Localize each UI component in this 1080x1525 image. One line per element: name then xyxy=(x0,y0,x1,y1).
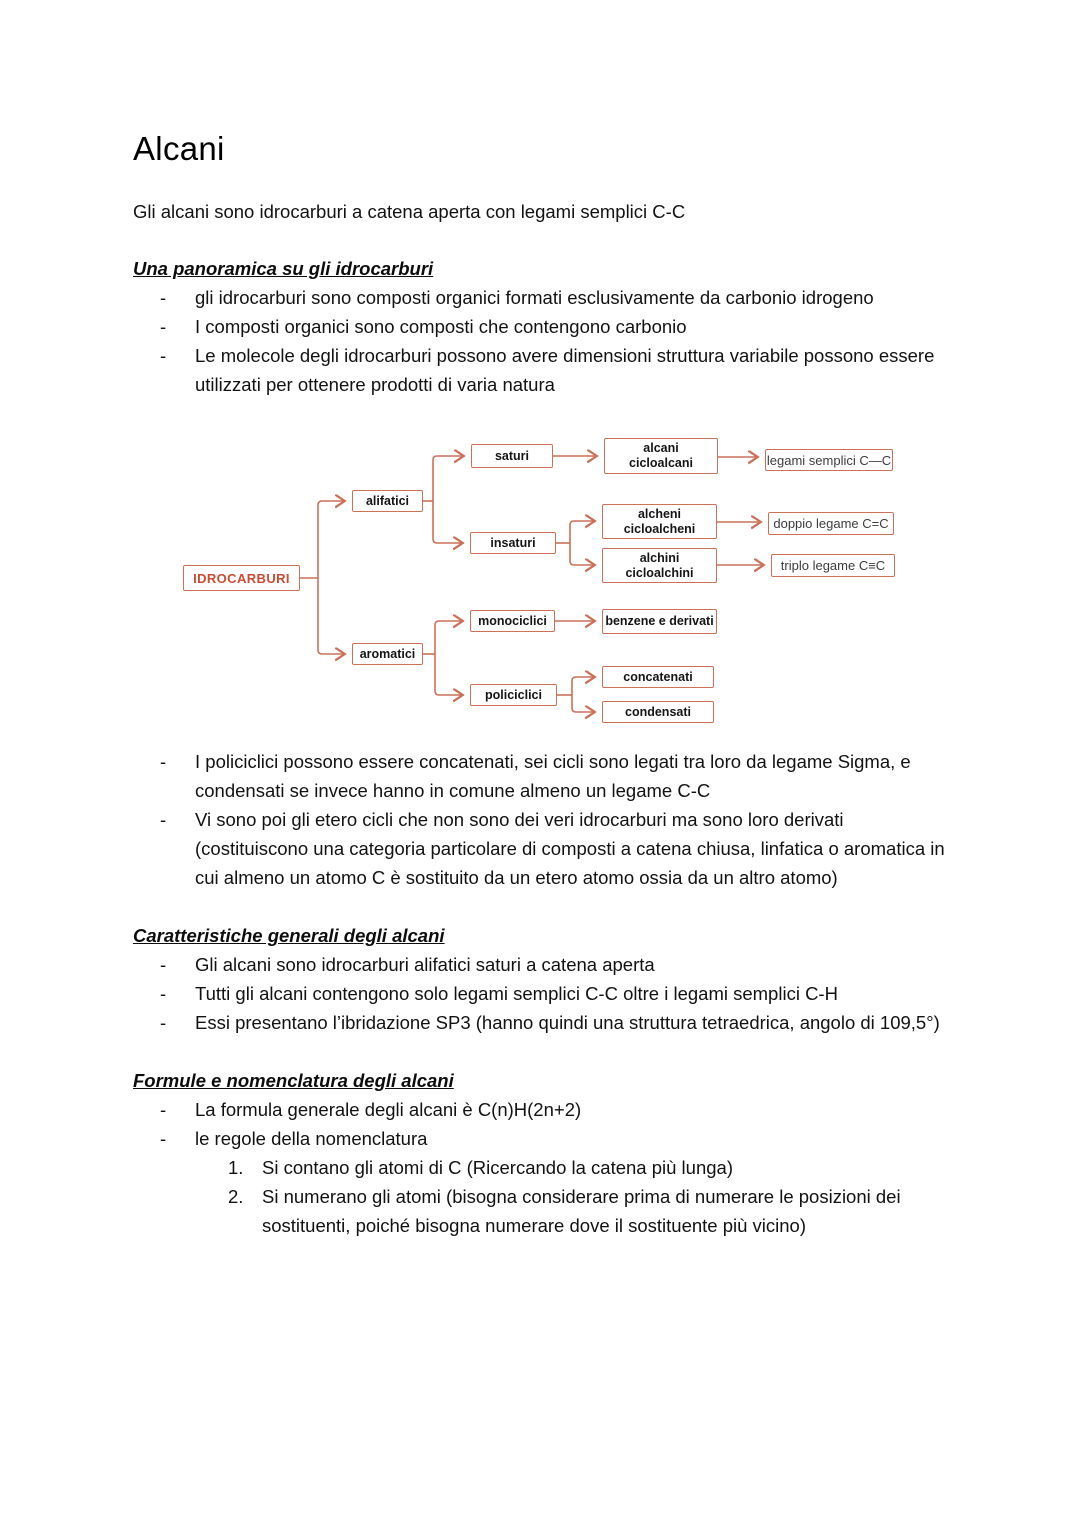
bullet-text: I composti organici sono composti che co… xyxy=(195,316,687,337)
diagram-node-benzene-derivati: benzene e derivati xyxy=(602,609,717,634)
list-item: - Gli alcani sono idrocarburi alifatici … xyxy=(133,950,947,979)
document-content: Alcani Gli alcani sono idrocarburi a cat… xyxy=(133,130,947,1240)
bullet-text: I policiclici possono essere concatenati… xyxy=(195,751,911,801)
diagram-node-label: aromatici xyxy=(359,646,416,661)
diagram-node-label: benzene e derivati xyxy=(605,614,714,628)
section-heading-formule: Formule e nomenclatura degli alcani xyxy=(133,1070,454,1091)
diagram-node-alcani-cicloalcani: alcani cicloalcani xyxy=(604,438,718,474)
bullet-dash: - xyxy=(160,1099,167,1120)
bullet-dash: - xyxy=(160,1128,167,1149)
caratteristiche-bullet-list: - Gli alcani sono idrocarburi alifatici … xyxy=(133,950,947,1037)
diagram-node-legami-semplici: legami semplici C—C xyxy=(765,449,893,471)
diagram-node-doppio-legame: doppio legame C=C xyxy=(768,512,894,535)
bullet-text: Essi presentano l’ibridazione SP3 (hanno… xyxy=(195,1012,940,1033)
formule-bullet-list: - La formula generale degli alcani è C(n… xyxy=(133,1095,947,1153)
numbered-item: 2. Si numerano gli atomi (bisogna consid… xyxy=(133,1182,947,1240)
list-item: - Tutti gli alcani contengono solo legam… xyxy=(133,979,947,1008)
diagram-node-label: triplo legame C≡C xyxy=(780,558,886,573)
diagram-node-label: policiclici xyxy=(485,687,542,702)
item-number: 1. xyxy=(228,1157,244,1178)
bullet-dash: - xyxy=(160,954,167,975)
diagram-node-label: concatenati xyxy=(623,669,693,684)
diagram-node-label: cicloalcani xyxy=(629,456,693,470)
diagram-connector-lines xyxy=(300,434,895,730)
list-item: - Le molecole degli idrocarburi possono … xyxy=(133,341,947,399)
diagram-node-idrocarburi: IDROCARBURI xyxy=(183,565,300,591)
diagram-node-condensati: condensati xyxy=(602,701,714,723)
numbered-item: 1. Si contano gli atomi di C (Ricercando… xyxy=(133,1153,947,1182)
diagram-node-label: cicloalcheni xyxy=(623,521,696,536)
nomenclatura-numbered-list: 1. Si contano gli atomi di C (Ricercando… xyxy=(133,1153,947,1240)
page-title: Alcani xyxy=(133,130,225,167)
numbered-text: Si numerano gli atomi (bisogna considera… xyxy=(262,1186,901,1236)
diagram-node-alifatici: alifatici xyxy=(352,490,423,512)
diagram-node-label: alcheni xyxy=(637,506,682,521)
diagram-node-label: insaturi xyxy=(490,535,536,550)
list-item: - Vi sono poi gli etero cicli che non so… xyxy=(133,805,947,892)
diagram-node-aromatici: aromatici xyxy=(352,643,423,665)
section-heading-panoramica: Una panoramica su gli idrocarburi xyxy=(133,258,434,279)
bullet-dash: - xyxy=(160,1012,167,1033)
bullet-dash: - xyxy=(160,983,167,1004)
bullet-text: le regole della nomenclatura xyxy=(195,1128,428,1149)
bullet-text: Vi sono poi gli etero cicli che non sono… xyxy=(195,809,945,888)
list-item: - I policiclici possono essere concatena… xyxy=(133,747,947,805)
diagram-node-insaturi: insaturi xyxy=(470,532,556,554)
diagram-node-label: alchini xyxy=(639,550,680,565)
diagram-node-label: cicloalchini xyxy=(625,565,694,580)
numbered-text: Si contano gli atomi di C (Ricercando la… xyxy=(262,1157,733,1178)
list-item: - I composti organici sono composti che … xyxy=(133,312,947,341)
diagram-node-label: condensati xyxy=(625,704,691,719)
panoramica-bullet-list: - gli idrocarburi sono composti organici… xyxy=(133,283,947,399)
item-number: 2. xyxy=(228,1186,244,1207)
bullet-dash: - xyxy=(160,345,167,366)
diagram-node-label: legami semplici C—C xyxy=(766,452,892,468)
panoramica-bullet-list-continued: - I policiclici possono essere concatena… xyxy=(133,747,947,892)
bullet-dash: - xyxy=(160,809,167,830)
diagram-node-policiclici: policiclici xyxy=(470,684,557,706)
diagram-node-concatenati: concatenati xyxy=(602,666,714,688)
list-item: - Essi presentano l’ibridazione SP3 (han… xyxy=(133,1008,947,1037)
section-heading-caratteristiche: Caratteristiche generali degli alcani xyxy=(133,925,445,946)
bullet-text: Le molecole degli idrocarburi possono av… xyxy=(195,345,935,395)
diagram-node-saturi: saturi xyxy=(471,444,553,468)
diagram-node-label: alifatici xyxy=(365,493,410,508)
diagram-node-label: monociclici xyxy=(478,613,547,628)
bullet-text: La formula generale degli alcani è C(n)H… xyxy=(195,1099,582,1120)
bullet-dash: - xyxy=(160,287,167,308)
hydrocarbon-classification-diagram: IDROCARBURI alifatici aromatici saturi i… xyxy=(183,434,895,730)
bullet-text: Tutti gli alcani contengono solo legami … xyxy=(195,983,838,1004)
diagram-node-label: doppio legame C=C xyxy=(773,516,889,531)
diagram-node-label: alcani xyxy=(643,441,679,455)
list-item: - La formula generale degli alcani è C(n… xyxy=(133,1095,947,1124)
bullet-dash: - xyxy=(160,316,167,337)
diagram-node-monociclici: monociclici xyxy=(470,610,555,632)
diagram-node-triplo-legame: triplo legame C≡C xyxy=(771,554,895,577)
bullet-text: Gli alcani sono idrocarburi alifatici sa… xyxy=(195,954,655,975)
intro-paragraph: Gli alcani sono idrocarburi a catena ape… xyxy=(133,201,686,222)
bullet-dash: - xyxy=(160,751,167,772)
diagram-node-alchini-cicloalchini: alchini cicloalchini xyxy=(602,548,717,583)
list-item: - le regole della nomenclatura xyxy=(133,1124,947,1153)
list-item: - gli idrocarburi sono composti organici… xyxy=(133,283,947,312)
diagram-node-label: IDROCARBURI xyxy=(193,570,290,586)
diagram-node-label: saturi xyxy=(494,448,530,463)
diagram-node-alcheni-cicloalcheni: alcheni cicloalcheni xyxy=(602,504,717,539)
bullet-text: gli idrocarburi sono composti organici f… xyxy=(195,287,874,308)
